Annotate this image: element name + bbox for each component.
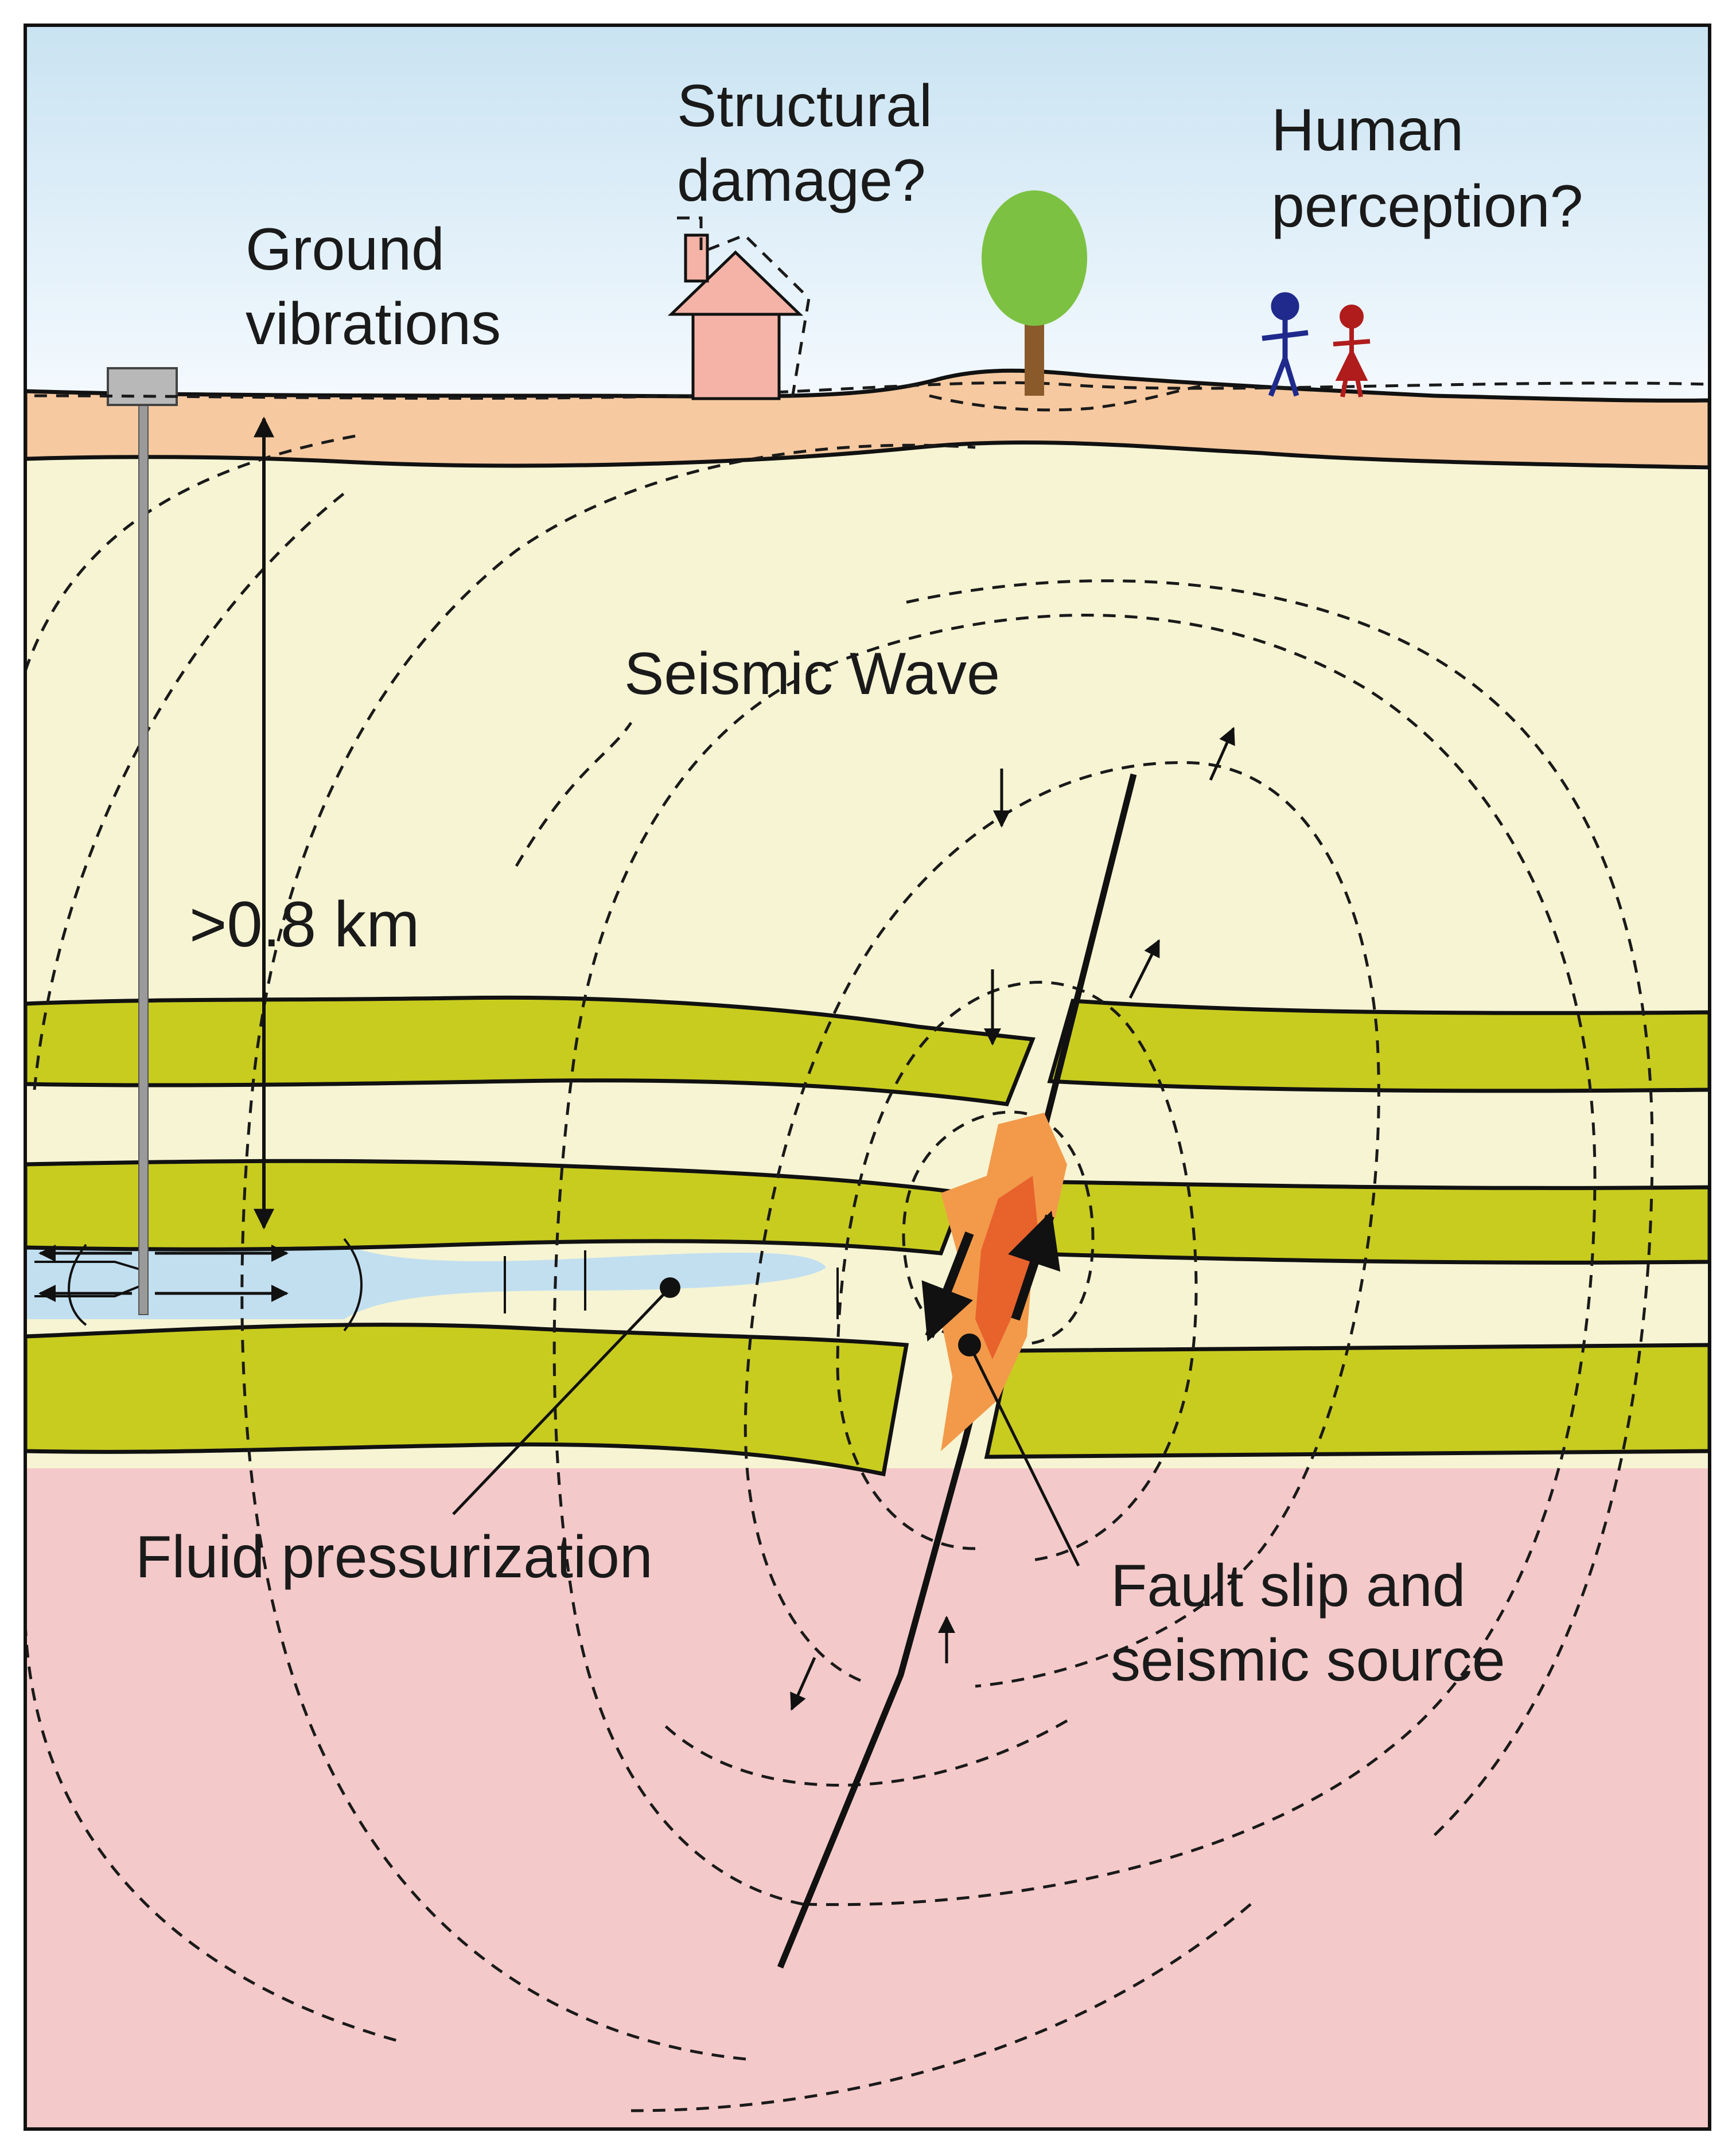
label-fluid-pressurization: Fluid pressurization (135, 1524, 653, 1590)
arrow-icon (1209, 727, 1235, 781)
beds-left (25, 995, 1036, 1477)
well-pipe (138, 385, 149, 1315)
label-ground-vibrations: Ground vibrations (246, 216, 501, 357)
arrow-icon (1128, 939, 1161, 999)
fractures (34, 1238, 839, 1332)
ground-vibration-dash-2 (929, 384, 1205, 412)
arrow-icon (790, 1656, 816, 1711)
well-head-icon (107, 367, 178, 406)
tree-icon (982, 190, 1087, 396)
fault-line (777, 773, 1137, 1969)
label-structural-damage: Structural damage? (677, 73, 949, 214)
wave-arrows (790, 727, 1235, 1711)
figure-frame (24, 24, 1711, 2131)
sky (25, 25, 1710, 427)
ground-vibration-dash (34, 381, 1710, 400)
label-fault-slip: Fault slip and seismic source (1111, 1553, 1505, 1694)
fluid-leader (452, 1286, 671, 1515)
person-icon (1333, 305, 1371, 397)
label-depth: >0.8 km (189, 888, 420, 960)
beds-right (984, 999, 1710, 1459)
fluid-reservoir (25, 1245, 826, 1319)
person-icon (1262, 292, 1309, 397)
fault-leader (968, 1344, 1080, 1567)
label-human-perception: Human perception? (1271, 97, 1583, 240)
slip-arrow-down (921, 1231, 974, 1342)
house-icon (667, 216, 811, 402)
label-seismic-wave: Seismic Wave (624, 641, 1000, 707)
slip-arrow-up (1008, 1210, 1061, 1321)
